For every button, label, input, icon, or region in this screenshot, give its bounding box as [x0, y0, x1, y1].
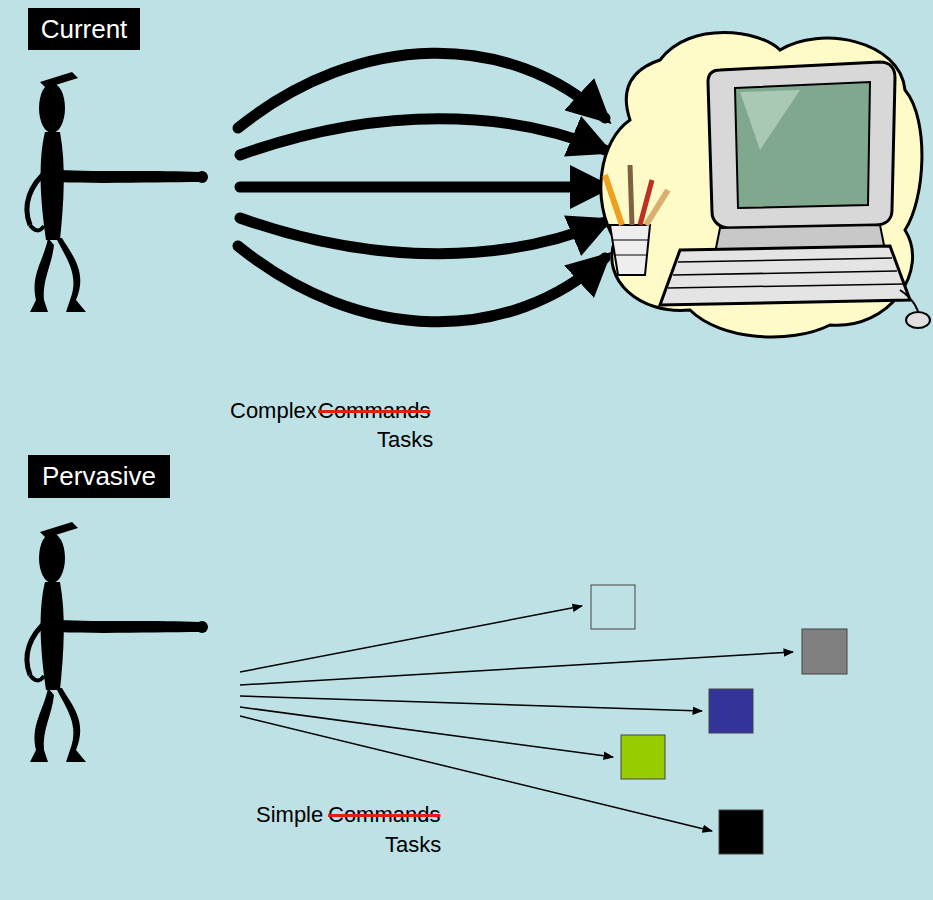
struck-word: Commands: [328, 802, 440, 828]
caption-word: Tasks: [385, 832, 441, 858]
tag-text: Current: [41, 14, 128, 45]
caption-word: Simple: [256, 802, 323, 828]
caption-word: Complex: [230, 398, 317, 424]
section-tag: Current: [28, 8, 140, 50]
tag-text: Pervasive: [42, 461, 156, 492]
section-tag: Pervasive: [28, 455, 170, 498]
struck-word: Commands: [318, 398, 430, 424]
caption-word: Tasks: [377, 427, 433, 453]
